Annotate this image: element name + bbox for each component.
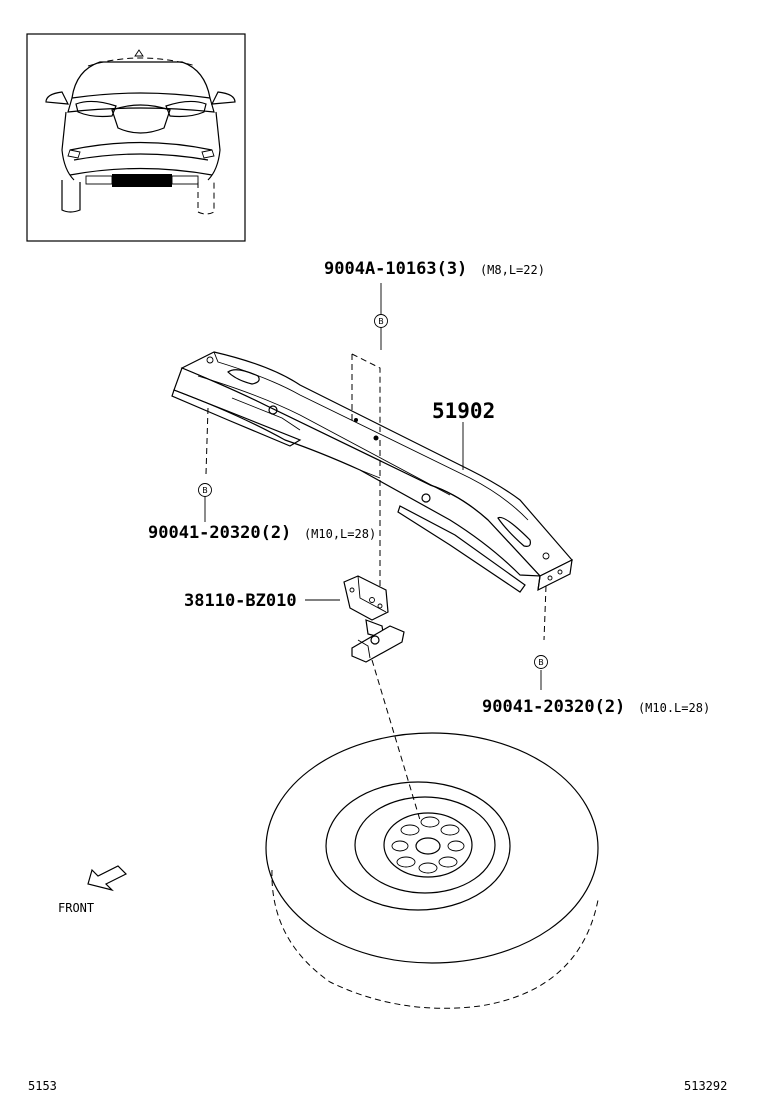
part-spec: (M8,L=22): [480, 263, 545, 277]
callout-carrier: 38110-BZ010: [184, 591, 297, 611]
part-number: 90041-20320(2): [482, 697, 625, 717]
callout-bolt-left: 90041-20320(2) (M10,L=28): [148, 523, 376, 543]
spare-wheel-crossmember: [171, 351, 573, 593]
front-direction-arrow-icon: [87, 865, 128, 892]
part-number: 9004A-10163(3): [324, 259, 467, 279]
callout-bolt-right: 90041-20320(2) (M10.L=28): [482, 697, 710, 717]
svg-text:B: B: [538, 658, 544, 667]
part-spec: (M10.L=28): [638, 701, 710, 715]
bolt-marker-left: B: [198, 483, 212, 497]
spare-wheel-carrier: [343, 575, 405, 663]
crossmember-bracket: [351, 353, 381, 441]
callout-crossmember: 51902: [432, 399, 495, 423]
bolt-marker-right: B: [534, 655, 548, 669]
svg-text:B: B: [378, 317, 384, 326]
callout-bolt-top: 9004A-10163(3) (M8,L=22): [324, 259, 545, 279]
guide-lines: [204, 283, 547, 821]
footer-left-code: 5153: [28, 1079, 57, 1093]
vehicle-rear-view-inset: [26, 33, 246, 242]
part-number: 90041-20320(2): [148, 523, 291, 543]
svg-text:B: B: [202, 486, 208, 495]
bolt-marker-top: B: [374, 314, 388, 328]
part-spec: (M10,L=28): [304, 527, 376, 541]
spare-tire: [265, 732, 599, 1009]
front-label: FRONT: [58, 901, 94, 915]
footer-right-code: 513292: [684, 1079, 727, 1093]
